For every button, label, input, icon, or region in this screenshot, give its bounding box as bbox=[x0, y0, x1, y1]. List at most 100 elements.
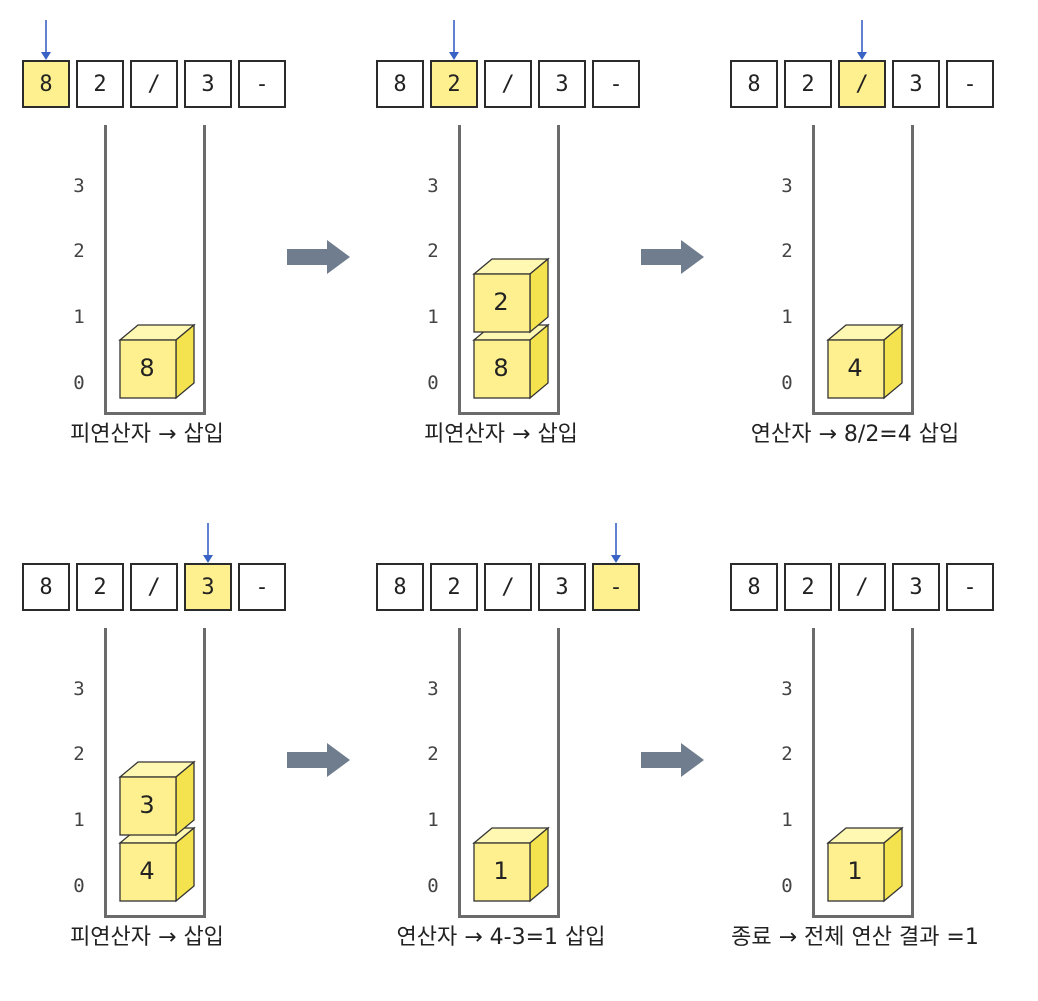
slot-index-label: 3 bbox=[781, 175, 793, 197]
step-caption: 피연산자 → 삽입 bbox=[70, 422, 224, 447]
stack-block: 4 bbox=[825, 322, 905, 402]
step-caption: 연산자 → 8/2=4 삽입 bbox=[750, 422, 960, 447]
stack-block-value: 1 bbox=[847, 857, 863, 885]
down-arrow-icon bbox=[856, 18, 868, 66]
stack-block: 3 bbox=[117, 759, 197, 839]
stack-container bbox=[104, 125, 206, 415]
step-caption: 연산자 → 4-3=1 삽입 bbox=[396, 925, 606, 950]
step-caption: 종료 → 전체 연산 결과 =1 bbox=[731, 925, 979, 950]
slot-index-label: 0 bbox=[73, 875, 85, 897]
stack-container bbox=[458, 628, 560, 918]
slot-index-label: 3 bbox=[781, 678, 793, 700]
token-cell: / bbox=[130, 563, 178, 611]
token-cell: 3 bbox=[184, 60, 232, 108]
stack-block: 1 bbox=[471, 825, 551, 905]
token-cell: 3 bbox=[892, 563, 940, 611]
slot-index-label: 2 bbox=[73, 240, 85, 262]
token-cell: 3 bbox=[892, 60, 940, 108]
slot-index-label: 0 bbox=[73, 372, 85, 394]
stack-container bbox=[812, 125, 914, 415]
cube-icon bbox=[826, 323, 904, 400]
token-cell: 2 bbox=[430, 563, 478, 611]
token-cell: 3 bbox=[184, 563, 232, 611]
stack-block-value: 1 bbox=[493, 857, 509, 885]
stack-block-value: 8 bbox=[493, 354, 509, 382]
token-cell: / bbox=[484, 60, 532, 108]
cube-icon bbox=[472, 257, 550, 334]
slot-index-label: 3 bbox=[427, 175, 439, 197]
token-cell: 2 bbox=[76, 563, 124, 611]
token-cell: 8 bbox=[376, 563, 424, 611]
stack-block-value: 4 bbox=[139, 857, 155, 885]
token-cell: 8 bbox=[376, 60, 424, 108]
stack-block: 1 bbox=[825, 825, 905, 905]
token-cell: 3 bbox=[538, 563, 586, 611]
slot-index-label: 3 bbox=[73, 678, 85, 700]
token-cell: - bbox=[946, 563, 994, 611]
token-cell: / bbox=[838, 60, 886, 108]
slot-index-label: 1 bbox=[73, 809, 85, 831]
stack-block-value: 3 bbox=[139, 791, 155, 819]
stack-block: 8 bbox=[117, 322, 197, 402]
slot-index-label: 1 bbox=[781, 306, 793, 328]
cube-icon bbox=[118, 760, 196, 837]
stack-block-value: 4 bbox=[847, 354, 863, 382]
slot-index-label: 0 bbox=[427, 372, 439, 394]
slot-index-label: 0 bbox=[781, 372, 793, 394]
right-arrow-icon bbox=[641, 743, 705, 777]
token-cell: / bbox=[838, 563, 886, 611]
token-cell: 2 bbox=[784, 60, 832, 108]
stack-block-value: 2 bbox=[493, 288, 509, 316]
slot-index-label: 1 bbox=[427, 306, 439, 328]
slot-index-label: 0 bbox=[427, 875, 439, 897]
slot-index-label: 1 bbox=[73, 306, 85, 328]
stack-container bbox=[812, 628, 914, 918]
token-cell: 2 bbox=[784, 563, 832, 611]
down-arrow-icon bbox=[448, 18, 460, 66]
stack-container bbox=[104, 628, 206, 918]
slot-index-label: 2 bbox=[73, 743, 85, 765]
token-cell: 3 bbox=[538, 60, 586, 108]
token-cell: / bbox=[484, 563, 532, 611]
slot-index-label: 0 bbox=[781, 875, 793, 897]
stack-block-value: 8 bbox=[139, 354, 155, 382]
token-cell: / bbox=[130, 60, 178, 108]
down-arrow-icon bbox=[40, 18, 52, 66]
token-cell: - bbox=[238, 563, 286, 611]
right-arrow-icon bbox=[641, 240, 705, 274]
token-cell: - bbox=[592, 60, 640, 108]
cube-icon bbox=[826, 826, 904, 903]
slot-index-label: 2 bbox=[781, 743, 793, 765]
token-cell: - bbox=[946, 60, 994, 108]
stack-block: 2 bbox=[471, 256, 551, 336]
slot-index-label: 1 bbox=[427, 809, 439, 831]
step-caption: 피연산자 → 삽입 bbox=[70, 925, 224, 950]
slot-index-label: 3 bbox=[73, 175, 85, 197]
token-cell: - bbox=[238, 60, 286, 108]
token-cell: 2 bbox=[76, 60, 124, 108]
step-caption: 피연산자 → 삽입 bbox=[424, 422, 578, 447]
slot-index-label: 3 bbox=[427, 678, 439, 700]
token-cell: 8 bbox=[730, 60, 778, 108]
right-arrow-icon bbox=[287, 743, 351, 777]
slot-index-label: 2 bbox=[427, 743, 439, 765]
stack-container bbox=[458, 125, 560, 415]
token-cell: 8 bbox=[22, 60, 70, 108]
slot-index-label: 2 bbox=[781, 240, 793, 262]
down-arrow-icon bbox=[610, 521, 622, 569]
cube-icon bbox=[472, 826, 550, 903]
slot-index-label: 2 bbox=[427, 240, 439, 262]
token-cell: - bbox=[592, 563, 640, 611]
token-cell: 8 bbox=[730, 563, 778, 611]
down-arrow-icon bbox=[202, 521, 214, 569]
right-arrow-icon bbox=[287, 240, 351, 274]
token-cell: 2 bbox=[430, 60, 478, 108]
token-cell: 8 bbox=[22, 563, 70, 611]
